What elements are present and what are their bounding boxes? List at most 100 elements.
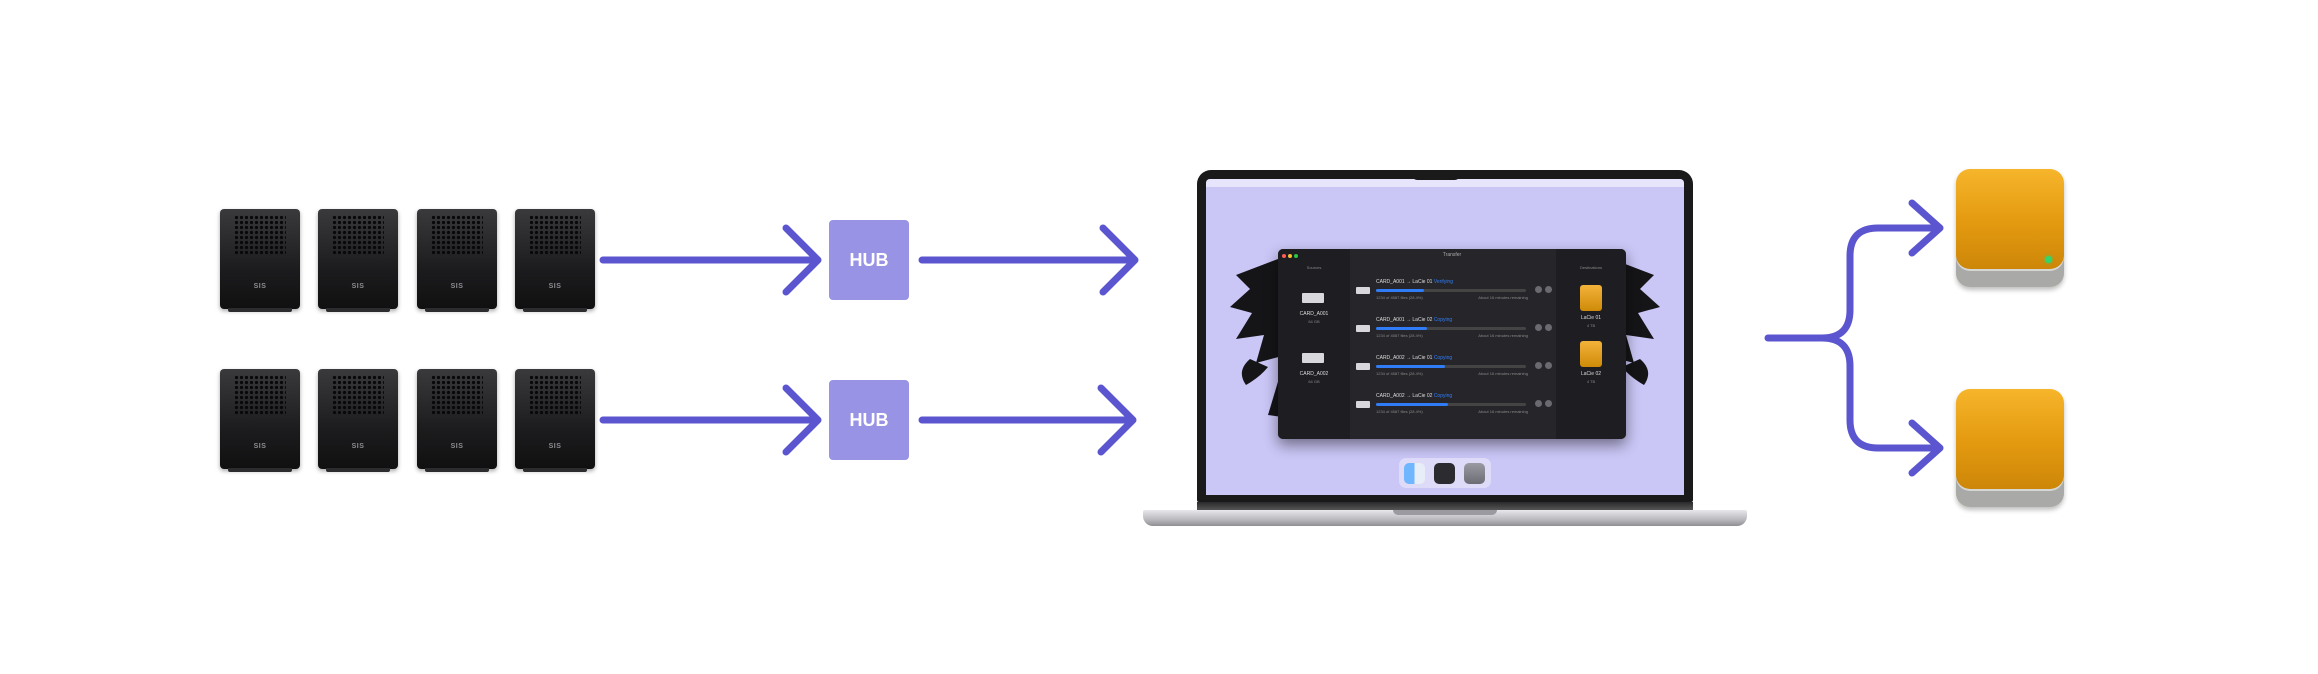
- app-title: Transfer: [1442, 252, 1462, 258]
- reader-foot: [228, 308, 292, 312]
- drive-led: [2045, 256, 2052, 263]
- arrow-hub2-to-laptop: [918, 384, 1137, 456]
- transfer-job-row[interactable]: CARD_A002 → LaCie 02 Copying 1234 of 458…: [1356, 391, 1552, 425]
- cancel-icon[interactable]: [1545, 286, 1552, 293]
- reader-brand: SIS: [351, 443, 365, 450]
- trash-icon[interactable]: [1464, 463, 1485, 484]
- cancel-icon[interactable]: [1545, 400, 1552, 407]
- job-progress-track: [1376, 403, 1526, 406]
- reader-brand: SIS: [548, 443, 562, 450]
- job-label: CARD_A002 → LaCie 01 Copying: [1376, 355, 1452, 361]
- destination-size: 4 TB: [1586, 323, 1596, 328]
- reader-grille: [234, 375, 286, 415]
- sd-card-icon: [1302, 293, 1324, 303]
- laptop-screen: Sources CARD_A001 64 GB CARD_A002 64 GB …: [1206, 179, 1684, 495]
- job-status: 1234 of 4587 files (28.4%): [1376, 409, 1423, 414]
- app-icon[interactable]: [1434, 463, 1455, 484]
- minimize-window-button[interactable]: [1288, 254, 1292, 258]
- job-progress-fill: [1376, 289, 1424, 292]
- drive-icon: [1580, 285, 1602, 311]
- job-eta: About 16 minutes remaining: [1478, 371, 1528, 376]
- finder-icon[interactable]: [1404, 463, 1425, 484]
- reader-grille: [431, 375, 483, 415]
- source-size: 64 GB: [1308, 319, 1320, 324]
- job-progress-track: [1376, 327, 1526, 330]
- transfer-app-window: Sources CARD_A001 64 GB CARD_A002 64 GB …: [1278, 249, 1626, 439]
- pause-icon[interactable]: [1535, 286, 1542, 293]
- reader-grille: [529, 375, 581, 415]
- job-progress-track: [1376, 365, 1526, 368]
- laptop-hinge: [1197, 502, 1693, 510]
- job-eta: About 16 minutes remaining: [1478, 409, 1528, 414]
- cancel-icon[interactable]: [1545, 324, 1552, 331]
- reader-foot: [326, 468, 390, 472]
- close-window-button[interactable]: [1282, 254, 1286, 258]
- pause-icon[interactable]: [1535, 324, 1542, 331]
- arrow-row2-to-hub: [599, 384, 822, 456]
- drive-body: [1956, 169, 2064, 287]
- job-status: 1234 of 4587 files (28.4%): [1376, 371, 1423, 376]
- laptop-base: [1143, 510, 1747, 526]
- camera-notch: [1412, 170, 1460, 180]
- job-label: CARD_A001 → LaCie 01 Verifying: [1376, 279, 1453, 285]
- sources-sidebar: Sources CARD_A001 64 GB CARD_A002 64 GB: [1278, 249, 1350, 439]
- reader-brand: SIS: [548, 283, 562, 290]
- reader-grille: [431, 215, 483, 255]
- pause-icon[interactable]: [1535, 400, 1542, 407]
- job-progress-fill: [1376, 403, 1448, 406]
- arrow-hub1-to-laptop: [918, 224, 1139, 296]
- source-name: CARD_A002: [1299, 371, 1329, 377]
- reader-brand: SIS: [450, 443, 464, 450]
- reader-foot: [228, 468, 292, 472]
- external-drive-icon: [1956, 389, 2064, 507]
- arrow-row1-to-hub: [599, 224, 822, 296]
- card-reader: SIS: [220, 209, 300, 312]
- job-tag: Copying: [1433, 393, 1453, 399]
- destination-size: 4 TB: [1586, 379, 1596, 384]
- reader-brand: SIS: [450, 283, 464, 290]
- job-eta: About 16 minutes remaining: [1478, 295, 1528, 300]
- sd-card-icon: [1356, 363, 1370, 370]
- job-route: CARD_A001 → LaCie 01: [1376, 279, 1433, 285]
- usb-hub: HUB: [829, 220, 909, 300]
- source-name: CARD_A001: [1299, 311, 1329, 317]
- card-reader: SIS: [515, 209, 595, 312]
- reader-foot: [425, 468, 489, 472]
- sd-card-icon: [1356, 325, 1370, 332]
- dock: [1399, 458, 1491, 488]
- destinations-header: Destinations: [1579, 265, 1602, 270]
- reader-brand: SIS: [351, 283, 365, 290]
- job-route: CARD_A002 → LaCie 01: [1376, 355, 1433, 361]
- reader-foot: [425, 308, 489, 312]
- split-arrow-lower: [1818, 334, 1944, 477]
- job-label: CARD_A002 → LaCie 02 Copying: [1376, 393, 1452, 399]
- transfer-job-row[interactable]: CARD_A002 → LaCie 01 Copying 1234 of 458…: [1356, 353, 1552, 387]
- card-reader: SIS: [318, 369, 398, 472]
- job-eta: About 16 minutes remaining: [1478, 333, 1528, 338]
- pause-icon[interactable]: [1535, 362, 1542, 369]
- cancel-icon[interactable]: [1545, 362, 1552, 369]
- job-tag: Copying: [1433, 355, 1453, 361]
- card-reader: SIS: [220, 369, 300, 472]
- transfer-job-row[interactable]: CARD_A001 → LaCie 02 Copying 1234 of 458…: [1356, 315, 1552, 349]
- zoom-window-button[interactable]: [1294, 254, 1298, 258]
- sd-card-icon: [1356, 287, 1370, 294]
- job-route: CARD_A002 → LaCie 02: [1376, 393, 1433, 399]
- destination-name: LaCie 01: [1580, 315, 1601, 321]
- usb-hub: HUB: [829, 380, 909, 460]
- job-tag: Verifying: [1433, 279, 1453, 285]
- drive-icon: [1580, 341, 1602, 367]
- laptop: Sources CARD_A001 64 GB CARD_A002 64 GB …: [1143, 168, 1747, 538]
- reader-grille: [234, 215, 286, 255]
- reader-foot: [523, 468, 587, 472]
- source-size: 64 GB: [1308, 379, 1320, 384]
- reader-brand: SIS: [253, 443, 267, 450]
- reader-brand: SIS: [253, 283, 267, 290]
- external-drive-icon: [1956, 169, 2064, 287]
- card-reader: SIS: [515, 369, 595, 472]
- transfer-job-row[interactable]: CARD_A001 → LaCie 01 Verifying 1234 of 4…: [1356, 277, 1552, 311]
- reader-grille: [529, 215, 581, 255]
- hub-label: HUB: [849, 409, 889, 430]
- split-arrow-upper: [1818, 199, 1944, 342]
- reader-grille: [332, 375, 384, 415]
